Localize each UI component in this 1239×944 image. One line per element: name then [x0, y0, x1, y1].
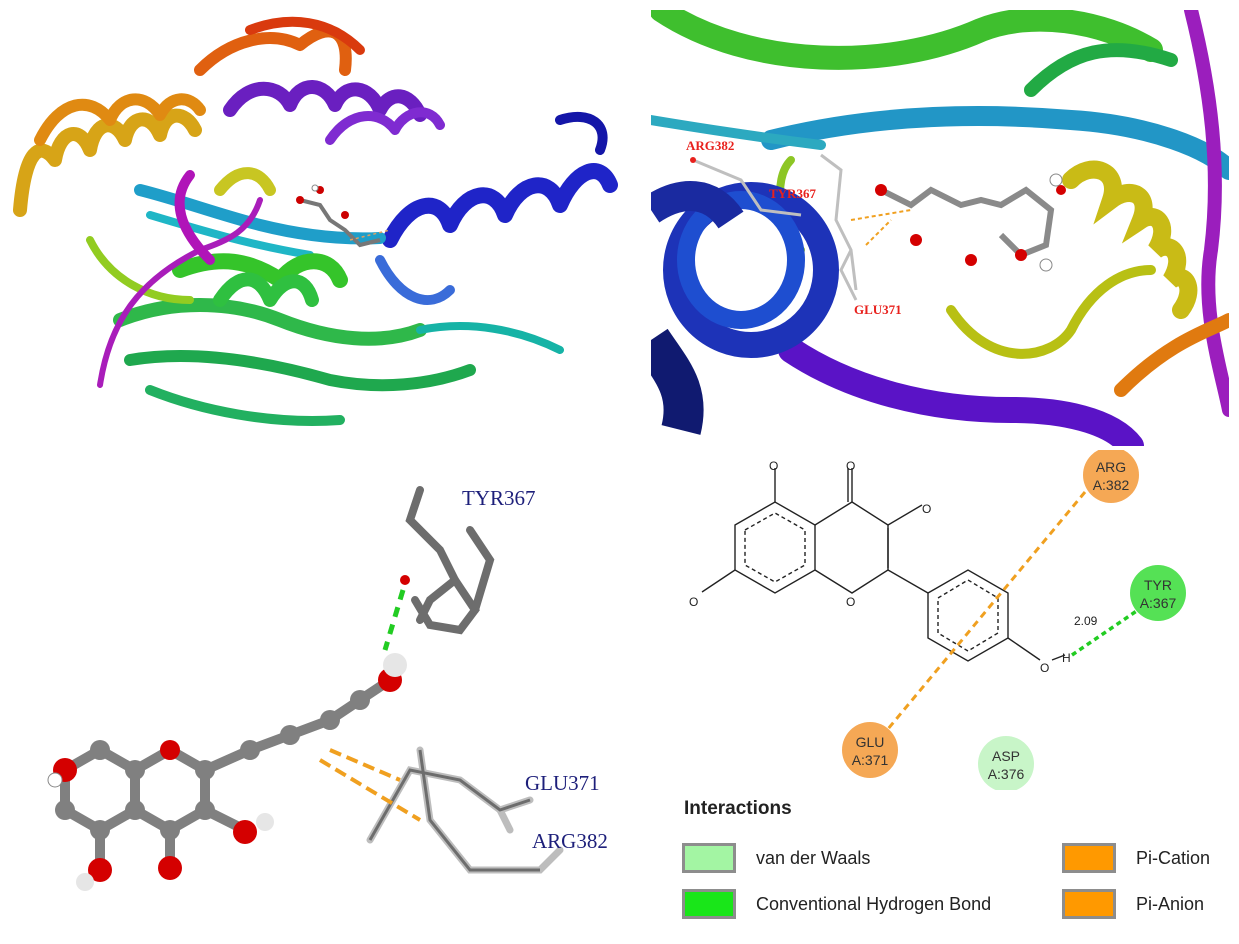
hbond-line-2d [1071, 608, 1139, 657]
interaction-2d-panel: O O O O O O H 2.09 ARG A:382 TYR A:367 G… [660, 450, 1239, 944]
interaction-2d-diagram: O O O O O O H 2.09 ARG A:382 TYR A:367 G… [689, 450, 1186, 790]
legend-item-pi-anion: Pi-Anion [1062, 889, 1204, 919]
label-glu371-stick: GLU371 [525, 771, 600, 795]
ligand-stick-image: TYR367 GLU371 ARG382 [47, 486, 608, 891]
label-arg382: ARG382 [686, 138, 734, 153]
atom-o-3: O [922, 502, 931, 516]
legend-label: Conventional Hydrogen Bond [756, 893, 992, 914]
ligand-2d-structure [701, 468, 1066, 662]
tyr367-stick [405, 486, 495, 635]
svg-text:A:367: A:367 [1140, 595, 1177, 611]
svg-text:GLU: GLU [856, 734, 885, 750]
residue-tyr367: TYR A:367 [1130, 565, 1186, 621]
protein-overview-panel [0, 0, 640, 450]
legend-item-pi-cation: Pi-Cation [1062, 843, 1210, 873]
ligand-in-pocket [296, 184, 391, 248]
legend-item-van-der-waals: van der Waals [682, 843, 870, 873]
svg-text:A:382: A:382 [1093, 477, 1130, 493]
svg-text:A:376: A:376 [988, 766, 1025, 782]
residue-arg382: ARG A:382 [1083, 450, 1139, 503]
legend-title: Interactions [684, 798, 792, 819]
binding-pocket-panel: ARG382 TYR367 GLU371 [651, 10, 1229, 446]
label-glu371: GLU371 [854, 302, 902, 317]
atom-o-1: O [769, 459, 778, 473]
label-tyr367: TYR367 [769, 186, 816, 201]
atom-o-6: O [1040, 661, 1049, 675]
hbond-distance: 2.09 [1074, 614, 1098, 628]
ligand-atoms [47, 653, 407, 891]
svg-text:ASP: ASP [992, 748, 1020, 764]
pi-interaction-line [881, 491, 1087, 736]
residue-asp376: ASP A:376 [978, 736, 1034, 790]
atom-o-2: O [846, 459, 855, 473]
svg-text:A:371: A:371 [852, 752, 889, 768]
residue-glu371: GLU A:371 [842, 722, 898, 778]
pocket-residue-labels: ARG382 TYR367 GLU371 [686, 138, 902, 317]
legend-swatch-hbond [682, 889, 736, 919]
ligand-zoomed [850, 173, 1066, 272]
stick-residue-labels: TYR367 GLU371 ARG382 [462, 486, 608, 853]
binding-pocket-image: ARG382 TYR367 GLU371 [651, 10, 1229, 446]
legend-swatch-pi-cation [1062, 843, 1116, 873]
svg-text:ARG: ARG [1096, 459, 1126, 475]
svg-text:TYR: TYR [1144, 577, 1172, 593]
atom-o-5: O [846, 595, 855, 609]
legend-label: Pi-Cation [1136, 847, 1211, 868]
protein-ribbon-image [13, 16, 618, 426]
legend-swatch-pi-anion [1062, 889, 1116, 919]
label-tyr367-stick: TYR367 [462, 486, 536, 510]
legend-item-hydrogen-bond: Conventional Hydrogen Bond [682, 889, 991, 919]
hbond-dash [382, 589, 406, 651]
ligand-stick-panel: TYR367 GLU371 ARG382 [0, 450, 660, 944]
atom-o-4: O [689, 595, 698, 609]
legend-label: Pi-Anion [1136, 893, 1205, 914]
legend-swatch-vdw [682, 843, 736, 873]
legend-label: van der Waals [756, 847, 871, 868]
atom-h: H [1062, 651, 1071, 665]
label-arg382-stick: ARG382 [532, 829, 608, 853]
